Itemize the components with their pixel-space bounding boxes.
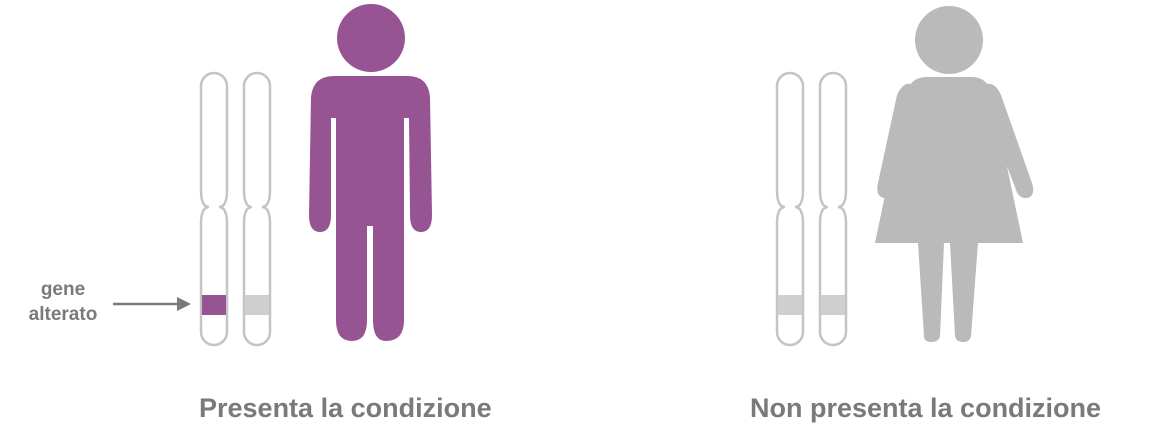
- normal-gene-band-left: [245, 295, 269, 315]
- caption-affected: Presenta la condizione: [199, 393, 492, 424]
- altered-gene-band: [202, 295, 226, 315]
- altered-gene-label-line2: alterato: [0, 302, 126, 327]
- chromosome-pair-right: [777, 73, 846, 345]
- caption-unaffected: Non presenta la condizione: [750, 393, 1101, 424]
- altered-gene-label: gene alterato: [0, 277, 126, 327]
- normal-gene-band-right-1: [778, 295, 802, 315]
- altered-gene-label-line1: gene: [0, 277, 126, 302]
- chromosome-pair-left: [201, 73, 270, 345]
- female-figure-icon: [875, 6, 1033, 342]
- normal-gene-band-right-2: [821, 295, 845, 315]
- male-figure-icon: [309, 4, 432, 341]
